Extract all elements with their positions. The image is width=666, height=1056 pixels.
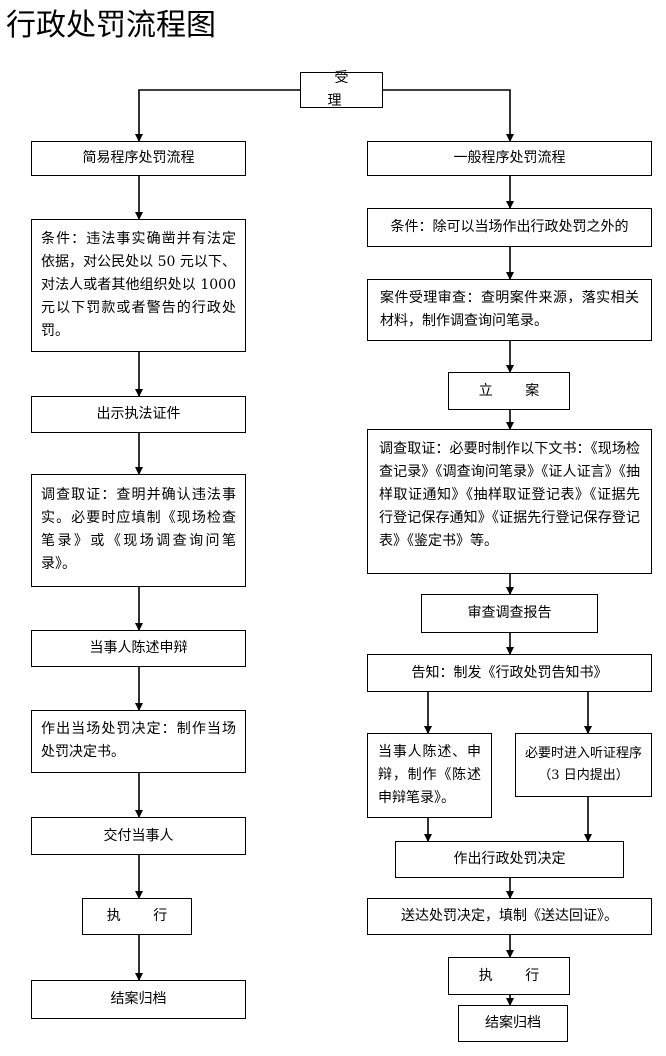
node-general-investigate: 调查取证：必要时制作以下文书：《现场检查记录》《调查询问笔录》《证人证言》《抽样… [367, 429, 652, 574]
node-simple-execute: 执 行 [82, 898, 192, 935]
node-make-decision: 作出行政处罚决定 [395, 841, 624, 878]
node-party-defense: 当事人陈述申辩 [31, 630, 246, 667]
node-general-flow: 一般程序处罚流程 [367, 141, 652, 176]
arrow-accept-to-simple [135, 89, 300, 142]
node-show-credentials: 出示执法证件 [31, 396, 246, 433]
node-serve-decision: 送达处罚决定，填制《送达回证》。 [367, 898, 652, 935]
page-title: 行政处罚流程图 [6, 8, 216, 43]
node-general-condition: 条件：除可以当场作出行政处罚之外的 [367, 208, 652, 247]
node-review-report: 审查调查报告 [421, 594, 598, 633]
node-simple-flow: 简易程序处罚流程 [31, 141, 246, 176]
node-file-case: 立 案 [448, 372, 570, 410]
arrow-accept-to-general [383, 89, 514, 142]
node-notify: 告知：制发《行政处罚告知书》 [367, 654, 652, 692]
node-simple-archive: 结案归档 [31, 980, 246, 1019]
node-general-execute: 执 行 [448, 957, 570, 995]
node-case-review: 案件受理审查：查明案件来源，落实相关材料，制作调查询问笔录。 [367, 279, 652, 341]
node-accept: 受 理 [300, 70, 383, 109]
node-general-archive: 结案归档 [458, 1005, 568, 1042]
node-deliver-to-party: 交付当事人 [31, 817, 246, 855]
node-simple-condition: 条件：违法事实确凿并有法定依据，对公民处以 50 元以下、对法人或者其他组织处以… [31, 219, 246, 352]
node-on-site-decision: 作出当场处罚决定：制作当场处罚决定书。 [31, 710, 246, 773]
node-simple-investigate: 调查取证：查明并确认违法事实。必要时应填制《现场检查笔录》或《现场调查询问笔录》… [31, 474, 246, 587]
node-party-statement: 当事人陈述、申辩，制作《陈述申辩笔录》。 [367, 733, 492, 818]
node-hearing: 必要时进入听证程序（3 日内提出） [515, 733, 652, 797]
